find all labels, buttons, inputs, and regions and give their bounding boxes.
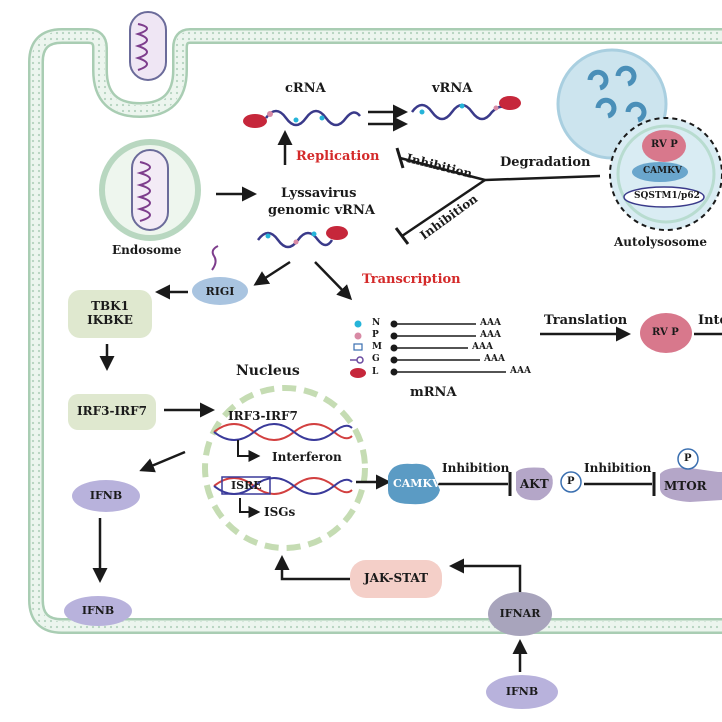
tbk1-label: TBK1	[91, 299, 129, 314]
camkv-autolysosome-label: CAMKV	[643, 166, 682, 176]
rvp-translation-label: RV P	[652, 327, 679, 338]
rvp-autolysosome-label: RV P	[651, 139, 678, 150]
rvp-translation-shape	[640, 313, 692, 353]
translation-label: Translation	[544, 313, 628, 328]
nucleus-label: Nucleus	[236, 363, 300, 379]
virion-top-icon	[129, 11, 167, 81]
irf3-irf7-cyto-box	[68, 394, 156, 430]
mrna-gene-n: N	[372, 318, 381, 328]
autolysosome-label: Autolysosome	[614, 235, 707, 249]
mrna-tail-n: AAA	[480, 318, 501, 328]
akt-phospho-icon	[560, 471, 582, 493]
ifnb-cyto-shape	[72, 480, 140, 512]
inhibition-mtor-label: Inhibition	[584, 461, 652, 475]
genomic-vrna-strand-icon	[256, 226, 348, 249]
mrna-label: mRNA	[410, 385, 457, 400]
mrna-gene-l: L	[372, 367, 379, 377]
mrna-gene-m: M	[372, 342, 382, 352]
crna-label: cRNA	[285, 81, 326, 96]
ifnb-membrane-label: IFNB	[81, 603, 115, 617]
ifnb-outside-shape	[486, 675, 558, 709]
interferon-label: Interferon	[272, 450, 342, 464]
p-akt-label: P	[567, 476, 575, 487]
mtor-shape	[660, 467, 722, 502]
jak-stat-box	[350, 560, 442, 598]
cell-membrane	[28, 28, 722, 634]
vrna-strand-icon	[410, 96, 521, 121]
mrna-tail-g: AAA	[484, 354, 505, 364]
crna-strand-icon	[243, 109, 361, 128]
ifnb-membrane-shape	[64, 596, 132, 626]
sqstm1-label: SQSTM1/p62	[634, 191, 700, 201]
endosome-label: Endosome	[112, 243, 182, 257]
translation-cut-label: Inte	[698, 313, 722, 328]
nucleus-icon	[202, 385, 368, 551]
genomic-vrna-label: genomic vRNA	[268, 203, 375, 218]
ifnar-label: IFNAR	[499, 606, 541, 620]
inhibition-fork	[394, 147, 601, 245]
endosome-icon	[99, 139, 201, 241]
akt-shape	[516, 467, 553, 501]
irf3-irf7-cyto-label: IRF3-IRF7	[77, 404, 147, 419]
isgs-label: ISGs	[264, 505, 296, 519]
mrna-legend	[350, 320, 506, 378]
mtor-label: MTOR	[664, 479, 707, 493]
rigi-label: RIGI	[205, 284, 235, 298]
akt-label: AKT	[520, 477, 549, 491]
ifnb-outside-label: IFNB	[505, 684, 539, 698]
mrna-tail-m: AAA	[472, 342, 493, 352]
mrna-tail-p: AAA	[480, 330, 501, 340]
autolysosome-icon	[556, 48, 722, 231]
vrna-label: vRNA	[432, 81, 473, 96]
p-mtor-label: P	[684, 453, 692, 464]
ikbke-label: IKBKE	[87, 313, 133, 327]
camkv-label: CAMKV	[393, 477, 441, 490]
degradation-label: Degradation	[500, 155, 591, 170]
transcription-label: Transcription	[362, 272, 461, 287]
irf3-irf7-nucleus-label: IRF3-IRF7	[228, 409, 298, 423]
camkv-shape	[388, 463, 440, 505]
ifnar-shape	[488, 592, 552, 636]
tbk1-box	[68, 290, 152, 338]
mrna-tail-l: AAA	[510, 366, 531, 376]
jak-stat-label: JAK-STAT	[363, 571, 429, 586]
ifnb-cyto-label: IFNB	[89, 488, 123, 502]
replication-label: Replication	[296, 149, 380, 164]
isre-label: ISRE	[231, 479, 262, 492]
mtor-phospho-icon	[677, 448, 699, 470]
inhibition-akt-label: Inhibition	[442, 461, 510, 475]
mrna-gene-p: P	[372, 330, 379, 340]
lyssavirus-label: Lyssavirus	[281, 186, 357, 201]
rigi-icon	[192, 245, 248, 305]
mrna-gene-g: G	[372, 354, 380, 364]
